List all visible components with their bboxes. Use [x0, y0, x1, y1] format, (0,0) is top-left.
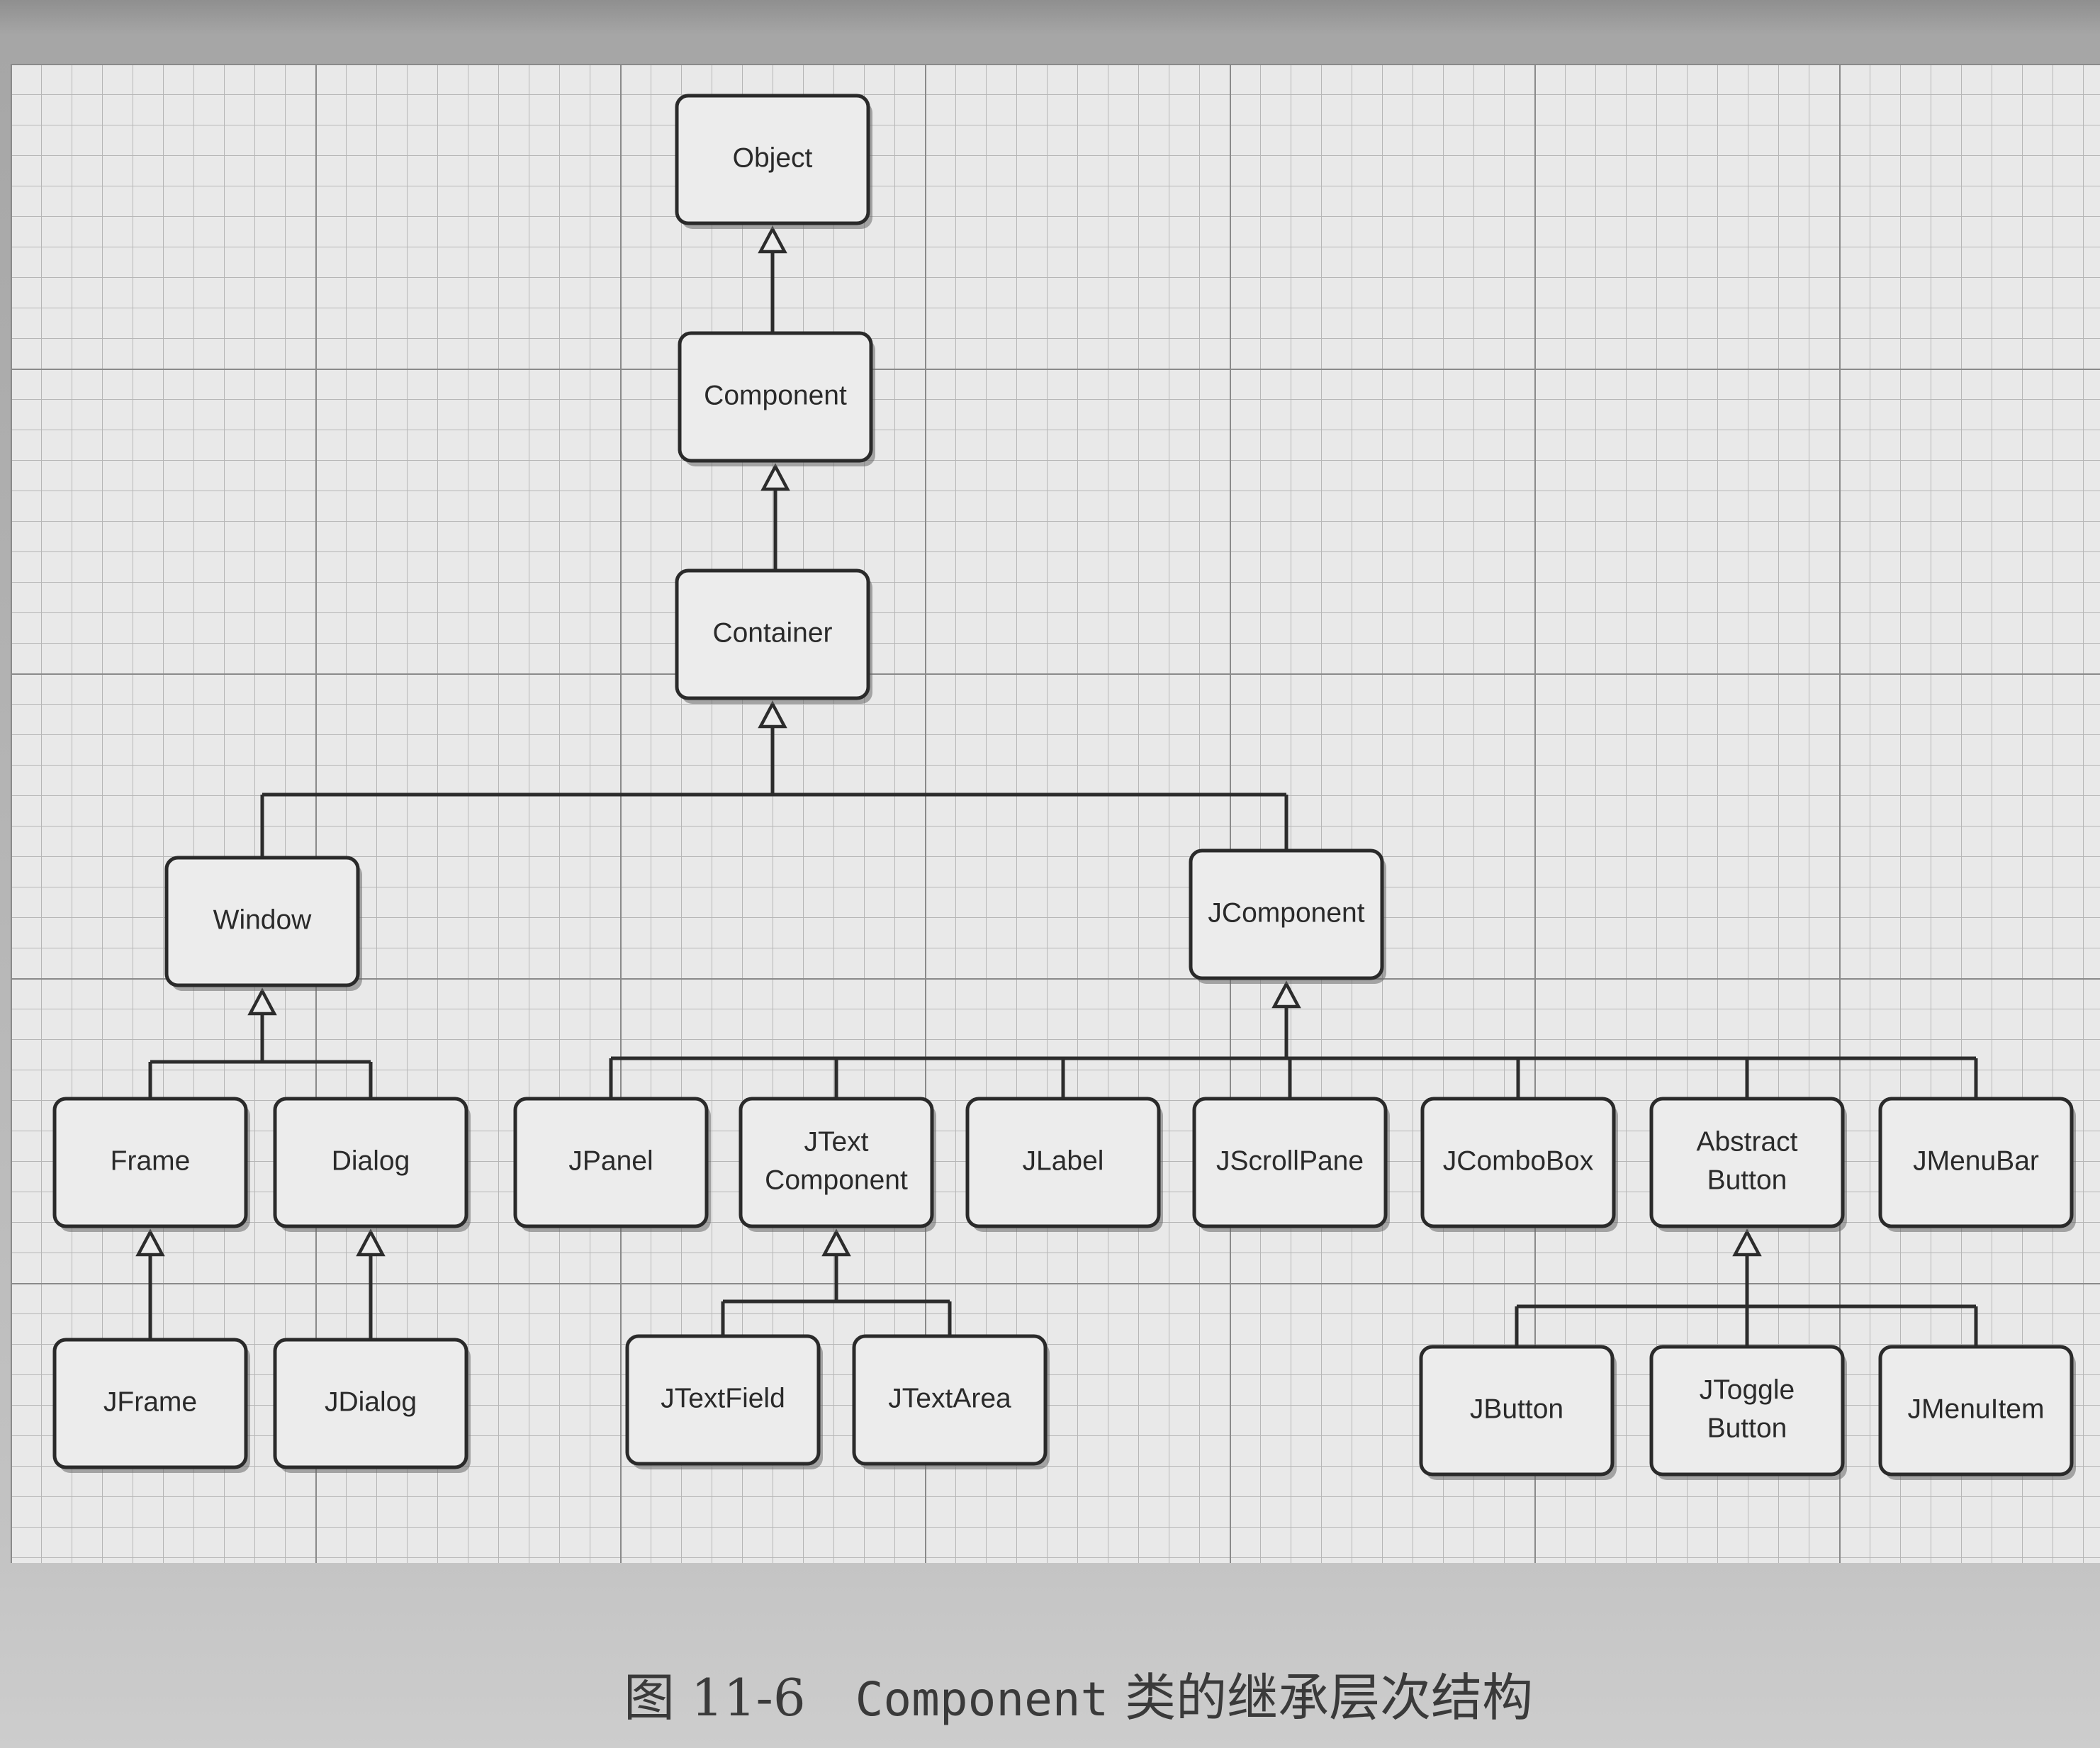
class-name-label: JComponent	[1208, 897, 1364, 928]
figure-number: 图 11-6	[624, 1668, 806, 1727]
class-node-jscrollpane: JScrollPane	[1192, 1097, 1390, 1232]
node-box	[675, 568, 870, 700]
node-box	[1878, 1097, 2074, 1228]
class-name-label: JMenuBar	[1913, 1145, 2039, 1176]
node-box	[675, 94, 870, 225]
class-name-label: Dialog	[332, 1145, 410, 1176]
class-name-label: JTextField	[661, 1383, 785, 1413]
inheritance-arrow-icon	[247, 987, 277, 1016]
inheritance-arrow-icon	[1732, 1228, 1762, 1257]
class-name-label: JButton	[1470, 1394, 1563, 1424]
class-node-jframe: JFrame	[52, 1338, 250, 1473]
class-name-label: JText	[804, 1126, 868, 1157]
node-box	[852, 1334, 1048, 1466]
inheritance-edge-window	[148, 987, 373, 1099]
inheritance-arrow-icon	[758, 225, 787, 254]
inheritance-arrow-icon	[758, 700, 787, 729]
node-box	[164, 856, 360, 987]
node-box	[678, 331, 873, 463]
class-name-label: JToggle	[1700, 1374, 1795, 1405]
class-name-label: Frame	[111, 1145, 191, 1176]
inheritance-edge-frame	[135, 1228, 165, 1340]
node-box	[513, 1097, 709, 1228]
class-name-label: JTextArea	[888, 1383, 1011, 1413]
class-node-window: Window	[164, 856, 362, 991]
node-box	[625, 1334, 821, 1466]
node-box	[739, 1097, 934, 1228]
class-name-label: Window	[213, 904, 313, 935]
class-name-label: JLabel	[1023, 1145, 1104, 1176]
class-node-jdialog: JDialog	[273, 1338, 471, 1473]
class-node-jtextarea: JTextArea	[852, 1334, 1050, 1469]
class-name-label: JDialog	[325, 1386, 417, 1417]
class-name-label: JScrollPane	[1216, 1145, 1364, 1176]
node-box	[273, 1097, 468, 1228]
class-node-jtextfield: JTextField	[625, 1334, 823, 1469]
caption-description: 类的继承层次结构	[1125, 1668, 1534, 1727]
node-box	[1192, 1097, 1388, 1228]
class-name-label: Object	[733, 142, 813, 173]
inheritance-arrow-icon	[135, 1228, 165, 1257]
node-box	[1649, 1345, 1845, 1477]
class-name-label: JPanel	[568, 1145, 653, 1176]
class-node-jpanel: JPanel	[513, 1097, 711, 1232]
class-node-container: Container	[675, 568, 872, 704]
class-node-jmenubar: JMenuBar	[1878, 1097, 2076, 1232]
class-name-label: JFrame	[103, 1386, 197, 1417]
node-box	[1878, 1345, 2074, 1477]
inheritance-arrow-icon	[760, 463, 790, 491]
class-node-frame: Frame	[52, 1097, 250, 1232]
node-box	[1419, 1345, 1615, 1477]
inheritance-edge-dialog	[356, 1228, 386, 1340]
class-node-jbutton: JButton	[1419, 1345, 1617, 1480]
node-box	[52, 1338, 248, 1469]
inheritance-arrow-icon	[356, 1228, 386, 1257]
node-box	[1649, 1097, 1845, 1228]
inheritance-arrow-icon	[1271, 980, 1301, 1009]
inheritance-edge-abstractbutton	[1515, 1228, 1978, 1347]
class-name-label: Button	[1707, 1165, 1787, 1195]
class-name-label: Button	[1707, 1413, 1787, 1443]
class-node-object: Object	[675, 94, 872, 229]
node-box	[1189, 848, 1384, 980]
class-name-label: JMenuItem	[1908, 1394, 2045, 1424]
inheritance-edge-jcomponent	[609, 980, 1978, 1099]
node-box	[1420, 1097, 1616, 1228]
class-name-label: JComboBox	[1443, 1145, 1594, 1176]
class-name-label: Component	[765, 1165, 908, 1195]
class-node-jmenuitem: JMenuItem	[1878, 1345, 2076, 1480]
figure-caption: 图 11-6 Component 类的继承层次结构	[624, 1666, 1533, 1730]
class-node-jcombobox: JComboBox	[1420, 1097, 1618, 1232]
class-name-label: Component	[704, 380, 847, 410]
class-node-dialog: Dialog	[273, 1097, 471, 1232]
class-name-label: Container	[712, 617, 832, 648]
inheritance-edge-component	[760, 463, 790, 571]
node-box	[52, 1097, 248, 1228]
class-name-label: Abstract	[1696, 1126, 1797, 1157]
inheritance-edges	[135, 225, 1978, 1347]
class-node-component: Component	[678, 331, 875, 466]
inheritance-edge-jtextcomponent	[721, 1228, 952, 1336]
class-node-jlabel: JLabel	[965, 1097, 1163, 1232]
node-box	[965, 1097, 1161, 1228]
class-node-jcomponent: JComponent	[1189, 848, 1386, 984]
inheritance-edge-container	[260, 700, 1288, 858]
caption-class-name: Component	[855, 1672, 1109, 1727]
node-box	[273, 1338, 468, 1469]
inheritance-arrow-icon	[821, 1228, 851, 1257]
inheritance-edge-object	[758, 225, 787, 333]
